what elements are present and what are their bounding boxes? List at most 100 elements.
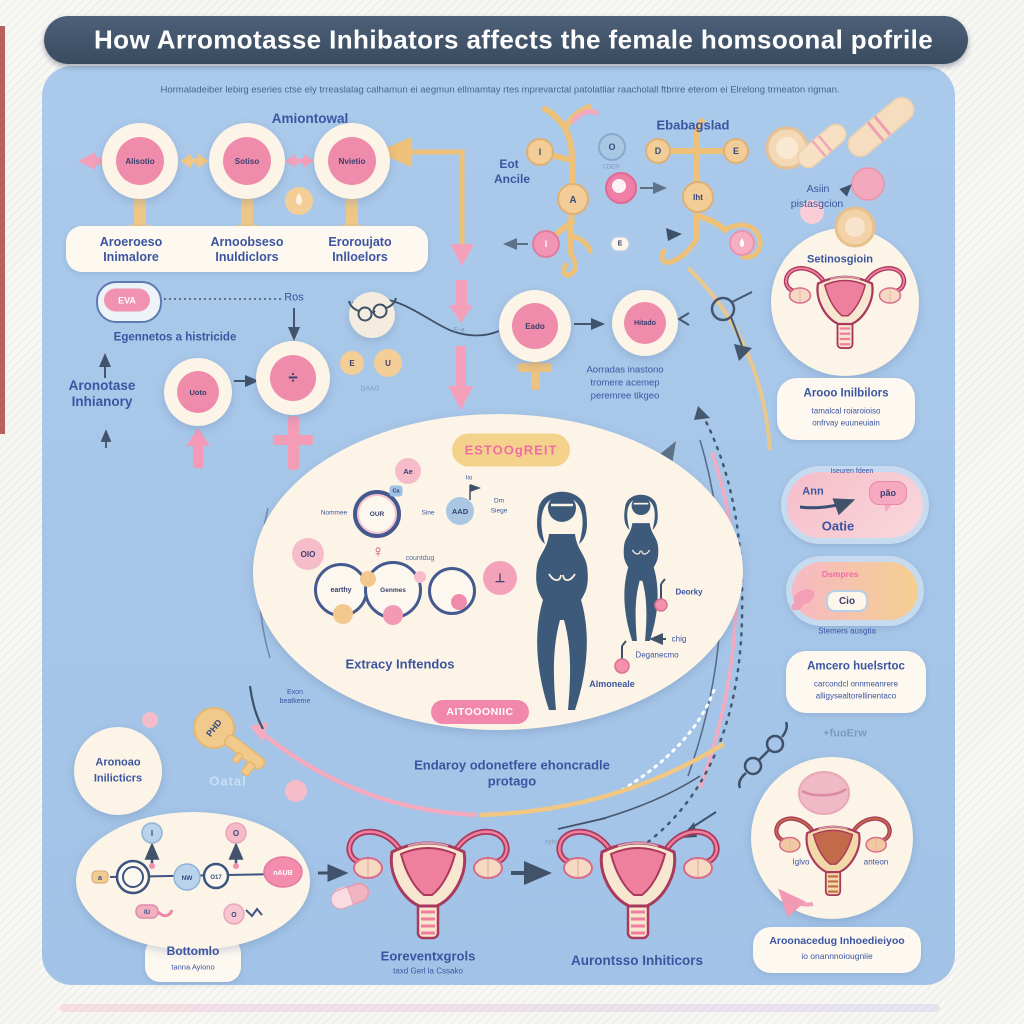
countdug-label: countdug bbox=[405, 554, 435, 562]
our-ring: OUR bbox=[353, 490, 401, 538]
dm-label: Dm bbox=[493, 497, 505, 505]
pink-ball-3 bbox=[333, 887, 353, 907]
ann-label: Ann bbox=[802, 485, 824, 498]
reduce-line2: tromere acemep bbox=[590, 377, 660, 389]
caption-line1: Endaroy odonetfere ehoncradle bbox=[414, 757, 610, 773]
inhibitor-col3-line1: Eroroujato bbox=[328, 234, 392, 249]
divide-circle: ÷ bbox=[270, 355, 316, 401]
pink-ball-2 bbox=[285, 780, 307, 802]
title-bar: How Arromotasse Inhibators affects the f… bbox=[44, 16, 968, 64]
estrogen-uterus-circle bbox=[771, 228, 919, 376]
left-edge-accent bbox=[0, 26, 5, 434]
tiny-label: E–a bbox=[453, 327, 465, 334]
hitado-circle: Hitado bbox=[624, 302, 666, 344]
ros-label: Ros bbox=[284, 291, 304, 304]
glasses-circle bbox=[349, 292, 395, 338]
asiin-label: Asiin bbox=[806, 182, 830, 195]
ancile-label: Ancile bbox=[493, 172, 531, 187]
ai-info-box-1-line2: tamalcal roiaroioiso bbox=[811, 406, 881, 416]
cio-bottom-label: Stemers ausgtia bbox=[818, 626, 876, 636]
deganecmo-label: Deganecmo bbox=[635, 650, 679, 660]
pao-bubble: pão bbox=[869, 481, 907, 505]
ai-info-box-1-title: Arooo Inilbilors bbox=[803, 387, 889, 400]
pink-node-small bbox=[414, 571, 426, 583]
androgenic-badge: AITOOONIIC bbox=[431, 700, 529, 724]
molecule-ellipse bbox=[76, 812, 310, 950]
almoneale-label: Almoneale bbox=[589, 678, 635, 689]
cio-chip: Cio bbox=[826, 590, 868, 612]
ai-circle-line1: Aronoao bbox=[95, 756, 141, 769]
siege-label: Siege bbox=[490, 507, 508, 515]
inhibitor-col1-line1: Aroeroeso bbox=[99, 234, 163, 249]
iio-label: Iio bbox=[465, 475, 473, 482]
pink-ball-1 bbox=[142, 712, 158, 728]
bottomlo-sub: tanna Ayiono bbox=[171, 962, 215, 972]
note-line1: Exon bbox=[287, 688, 303, 696]
cycle-uterus-circle bbox=[751, 757, 913, 919]
ai-circle-line2: Inilicticrs bbox=[93, 772, 143, 785]
daao-label: DAAO bbox=[360, 385, 380, 393]
ai-info-box-2-line3: alligysealtorellinentaco bbox=[815, 691, 897, 701]
estradiol-label: Ebabagslad bbox=[656, 117, 730, 133]
ca-chip: Ca bbox=[389, 485, 403, 497]
cyto-label: cyto bbox=[545, 838, 557, 846]
exemestane-label: Egennetos a histricide bbox=[113, 331, 237, 344]
ovary-box-top-label: Iseuren fdeen bbox=[830, 467, 874, 475]
reduce-line1: Aorradas inastono bbox=[586, 364, 664, 376]
ae-node: Ae bbox=[395, 458, 421, 484]
oatie-label: Oatie bbox=[821, 518, 855, 534]
hormone-node-3: Nvietio bbox=[328, 137, 376, 185]
eva-pill: EVA bbox=[104, 288, 150, 312]
uterus2-title: Aurontsso Inhiticors bbox=[570, 953, 704, 969]
uterus1-sub: taxd Gerl la Cssako bbox=[393, 966, 463, 976]
cycle-left-label: Iglvo bbox=[792, 857, 810, 867]
tan-node-bottom bbox=[333, 604, 353, 624]
setinosgioin-label: Setinosgioin bbox=[807, 253, 873, 266]
inhibitor-col3-line2: Inlloelors bbox=[332, 249, 388, 264]
ai-info-box-3-line2: io onannnoiougniie bbox=[801, 951, 873, 962]
cder-label: CDER bbox=[602, 164, 620, 171]
eado-circle: Eado bbox=[512, 303, 558, 349]
extracy-label: Extracy Inftendos bbox=[345, 656, 455, 672]
caption-line2: protago bbox=[487, 773, 537, 789]
eot-label: Eot bbox=[499, 157, 519, 172]
fuo-label: +fuoErw bbox=[823, 727, 867, 740]
ai-info-box-3 bbox=[753, 927, 921, 973]
oio-node: OIO bbox=[292, 538, 324, 570]
osmpres-label: Osmpres bbox=[821, 569, 859, 580]
deorky-label: Deorky bbox=[675, 587, 703, 597]
uterus1-title: Eoreventxgrols bbox=[380, 948, 476, 964]
subtitle: Hormaladeiber lebirg eseries ctse ely tr… bbox=[160, 84, 840, 96]
hormone-node-1: Alisotio bbox=[116, 137, 164, 185]
page-title: How Arromotasse Inhibators affects the f… bbox=[94, 24, 934, 55]
inhibitory-line1: Aronotase bbox=[68, 378, 136, 394]
aad-node: AAD bbox=[446, 497, 474, 525]
ai-info-box-2 bbox=[786, 651, 926, 713]
cycle-right-label: anteon bbox=[863, 857, 889, 867]
third-ring bbox=[428, 567, 476, 615]
pink-node-bottom bbox=[383, 605, 403, 625]
ai-info-box-1-line3: onfrvay euuneuiain bbox=[812, 418, 880, 428]
estrogen-badge: ESTOOgREIT bbox=[452, 433, 570, 467]
female-symbol: ♀ bbox=[371, 542, 385, 562]
ai-info-box-2-line2: carcondcl onnmeanrere bbox=[813, 679, 899, 689]
chig-label: chig bbox=[671, 634, 687, 644]
hormone-node-2: Sotiso bbox=[223, 137, 271, 185]
inhibitor-col2-line1: Arnoobseso bbox=[210, 234, 284, 249]
third-ring-node bbox=[451, 594, 467, 610]
droplet-node bbox=[285, 187, 313, 215]
node-u: U bbox=[374, 349, 402, 377]
tan-node-top bbox=[360, 571, 376, 587]
sine-label: Sine bbox=[421, 509, 435, 517]
oatal-ghost-label: Oatal bbox=[209, 773, 247, 789]
inhibitor-col2-line2: Inuldiclors bbox=[215, 249, 279, 264]
reduce-line3: peremree tikgeo bbox=[590, 390, 660, 402]
pistasgcion-label: pistasgcion bbox=[790, 197, 844, 210]
inhibitory-line2: Inhianory bbox=[71, 394, 133, 410]
aromatase-label: Amiontowal bbox=[271, 111, 349, 127]
note-line2: beatkeme bbox=[279, 697, 311, 705]
node-e: E bbox=[340, 351, 364, 375]
e-chip: E bbox=[610, 236, 630, 252]
nommee-label: Nommee bbox=[320, 509, 348, 517]
perp-node: ⊥ bbox=[483, 561, 517, 595]
